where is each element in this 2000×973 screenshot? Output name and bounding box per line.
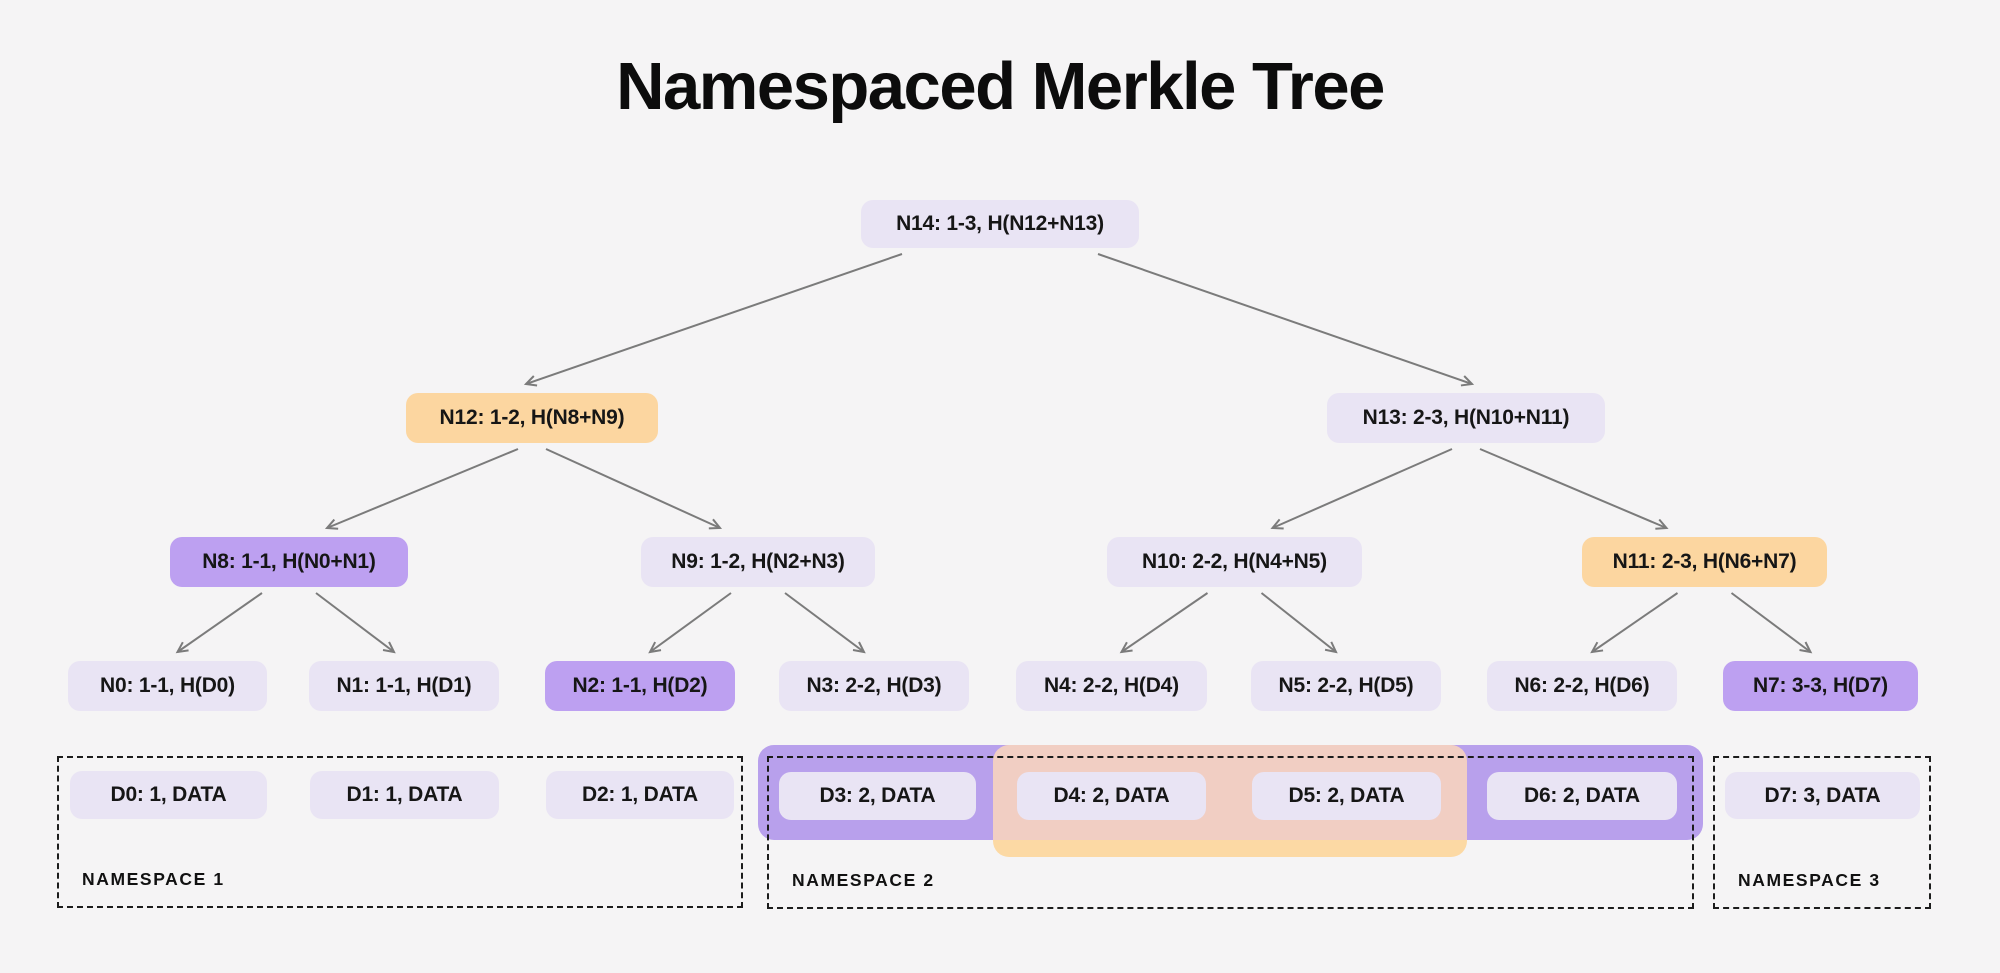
edge-n8-n0: [175, 592, 263, 654]
edge-n8-n1: [315, 592, 396, 654]
tree-node-n10: N10: 2-2, H(N4+N5): [1107, 537, 1362, 587]
edge-n10-n4: [1119, 592, 1209, 654]
namespace-box-2: NAMESPACE 2: [767, 756, 1694, 909]
data-block-d6: D6: 2, DATA: [1487, 772, 1677, 820]
edge-n9-n3: [784, 592, 866, 654]
diagram-title: Namespaced Merkle Tree: [616, 49, 1385, 124]
namespace-label-1: NAMESPACE 1: [82, 869, 225, 889]
tree-node-n1: N1: 1-1, H(D1): [309, 661, 499, 711]
tree-node-n4: N4: 2-2, H(D4): [1016, 661, 1207, 711]
tree-node-n12: N12: 1-2, H(N8+N9): [406, 393, 658, 443]
tree-node-n14: N14: 1-3, H(N12+N13): [861, 200, 1139, 248]
tree-node-n6: N6: 2-2, H(D6): [1487, 661, 1677, 711]
edge-n11-n6: [1590, 592, 1679, 654]
tree-node-n0: N0: 1-1, H(D0): [68, 661, 267, 711]
edge-n13-n10: [1270, 448, 1453, 530]
namespace-label-2: NAMESPACE 2: [792, 870, 935, 890]
tree-node-n9: N9: 1-2, H(N2+N3): [641, 537, 875, 587]
data-block-d3: D3: 2, DATA: [779, 772, 976, 820]
edge-n14-n12: [523, 253, 903, 387]
tree-node-n3: N3: 2-2, H(D3): [779, 661, 969, 711]
tree-node-n11: N11: 2-3, H(N6+N7): [1582, 537, 1827, 587]
namespace-box-3: NAMESPACE 3: [1713, 756, 1931, 909]
tree-node-n13: N13: 2-3, H(N10+N11): [1327, 393, 1605, 443]
edge-n12-n9: [545, 448, 723, 530]
namespace-box-1: NAMESPACE 1: [57, 756, 743, 908]
data-block-d7: D7: 3, DATA: [1725, 772, 1920, 819]
tree-node-n2: N2: 1-1, H(D2): [545, 661, 735, 711]
data-block-d1: D1: 1, DATA: [310, 771, 499, 819]
data-block-d5: D5: 2, DATA: [1252, 772, 1441, 820]
data-block-d2: D2: 1, DATA: [546, 771, 734, 819]
edge-n13-n11: [1479, 448, 1669, 530]
tree-node-n8: N8: 1-1, H(N0+N1): [170, 537, 408, 587]
data-block-d0: D0: 1, DATA: [70, 771, 267, 819]
edge-n11-n7: [1730, 592, 1813, 654]
edge-n12-n8: [324, 448, 519, 530]
edge-n14-n13: [1097, 253, 1475, 387]
data-block-d4: D4: 2, DATA: [1017, 772, 1206, 820]
tree-node-n5: N5: 2-2, H(D5): [1251, 661, 1441, 711]
namespace-label-3: NAMESPACE 3: [1738, 870, 1881, 890]
edge-n10-n5: [1260, 592, 1338, 654]
edge-n9-n2: [648, 592, 732, 654]
tree-node-n7: N7: 3-3, H(D7): [1723, 661, 1918, 711]
